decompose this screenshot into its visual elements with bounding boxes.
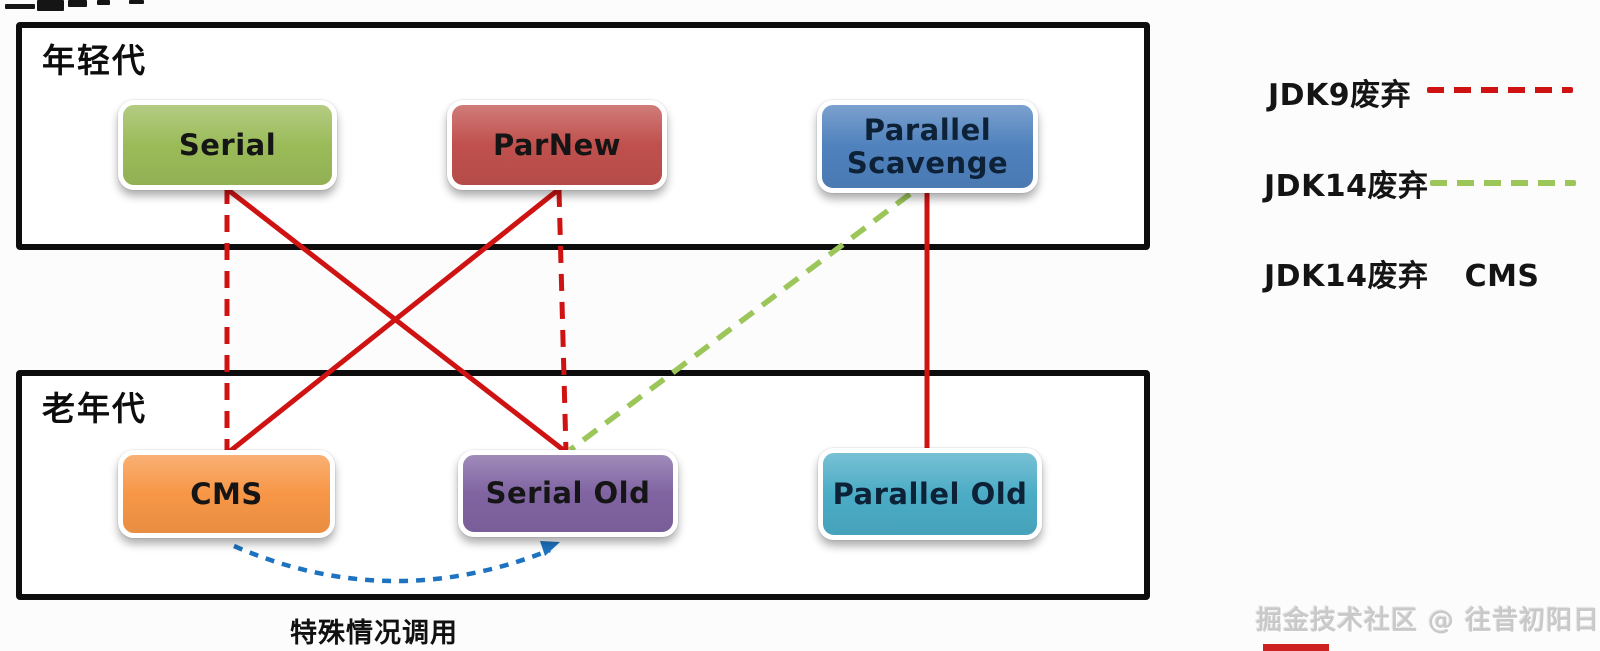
collector-cms: CMS bbox=[118, 450, 335, 538]
collector-parallel-scavenge-label: Parallel Scavenge bbox=[846, 113, 1009, 180]
collector-parallel-scavenge: Parallel Scavenge bbox=[817, 100, 1038, 193]
legend-jdk14-cms-text: JDK14废弃 bbox=[1264, 259, 1429, 294]
legend-jdk9-label: JDK9废弃 bbox=[1268, 78, 1412, 113]
collector-parallel-old-label: Parallel Old bbox=[832, 476, 1028, 511]
collector-parallel-old: Parallel Old bbox=[818, 448, 1042, 540]
young-generation-label: 年轻代 bbox=[42, 41, 147, 80]
watermark: 掘金技术社区 @ 往昔初阳日 bbox=[1256, 606, 1600, 636]
cutoff-text-fragment bbox=[0, 0, 160, 12]
collector-parnew: ParNew bbox=[447, 100, 667, 190]
collector-serial-old-label: Serial Old bbox=[485, 476, 651, 511]
legend-cms-note: CMS bbox=[1464, 259, 1540, 294]
collector-serial: Serial bbox=[118, 100, 337, 190]
old-generation-label: 老年代 bbox=[42, 389, 147, 428]
legend-jdk14-dashed-line bbox=[1430, 180, 1576, 186]
special-case-caption: 特殊情况调用 bbox=[290, 618, 458, 649]
collector-serial-old: Serial Old bbox=[458, 450, 678, 537]
legend-jdk14-label: JDK14废弃 bbox=[1264, 169, 1429, 204]
legend-jdk14-cms-label: JDK14废弃 CMS bbox=[1264, 251, 1540, 295]
red-underline-fragment bbox=[1263, 644, 1329, 651]
collector-parnew-label: ParNew bbox=[492, 127, 622, 162]
legend-jdk9-dashed-line bbox=[1427, 87, 1573, 93]
collector-serial-label: Serial bbox=[178, 127, 277, 162]
collector-cms-label: CMS bbox=[190, 476, 263, 511]
